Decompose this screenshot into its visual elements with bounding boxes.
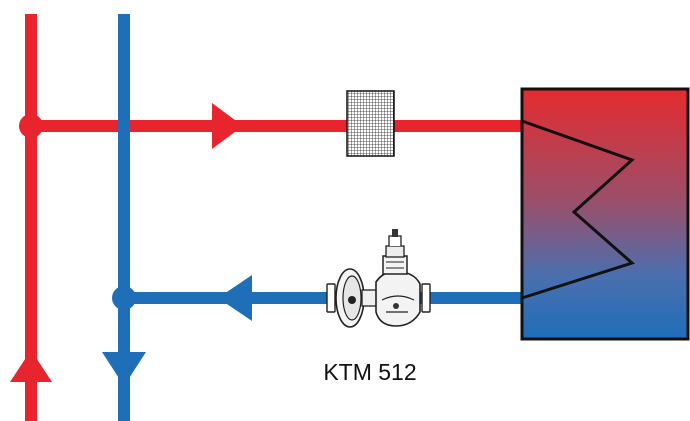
valve-label: KTM 512 (323, 359, 416, 385)
supply-junction-dot (19, 114, 43, 138)
heat-exchanger-coil-icon (521, 119, 635, 300)
mesh-strainer-icon (346, 90, 395, 157)
return-junction-dot (112, 286, 136, 310)
supply-inlet-arrow-icon (10, 350, 52, 382)
return-outlet-arrow-icon (102, 352, 146, 386)
heat-exchanger-tank-icon (520, 87, 690, 341)
balancing-valve-icon (326, 229, 431, 328)
supply-flow-arrow-icon (212, 103, 243, 149)
return-flow-arrow-icon (218, 275, 252, 321)
